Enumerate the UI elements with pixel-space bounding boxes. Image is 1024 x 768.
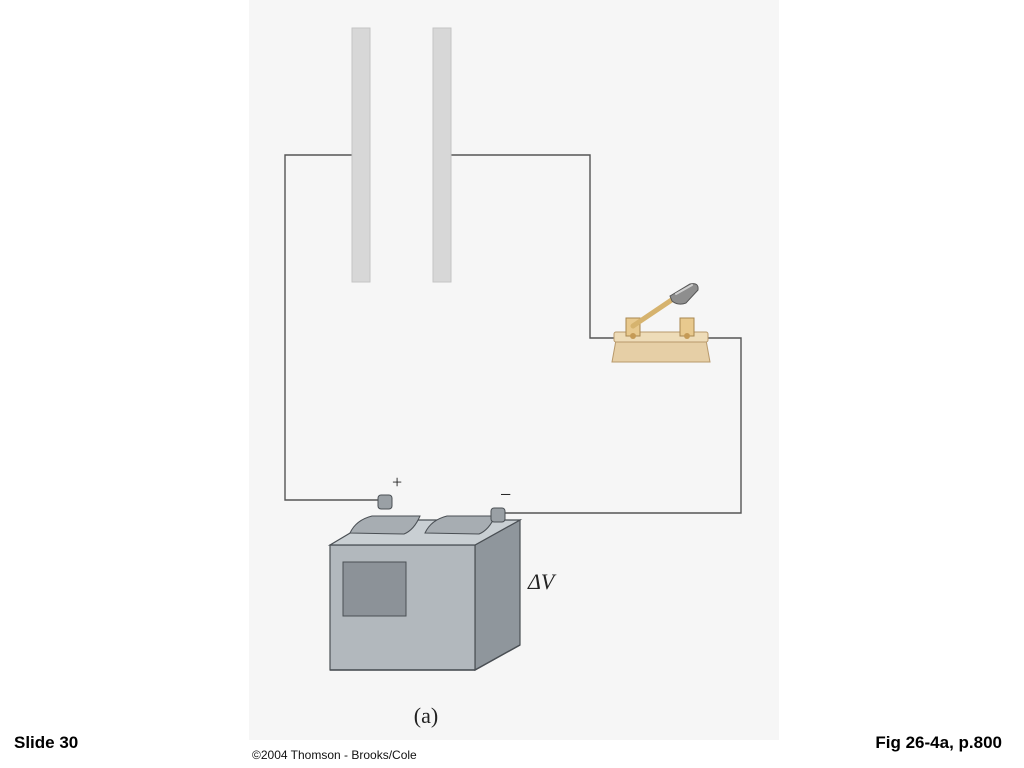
left-wire xyxy=(284,154,385,501)
capacitor-plate-right xyxy=(432,27,452,283)
switch-icon xyxy=(611,283,711,363)
figure-reference: Fig 26-4a, p.800 xyxy=(875,733,1002,752)
voltage-label: ΔV xyxy=(527,569,557,594)
bottom-right-wire xyxy=(500,337,742,514)
capacitor-plate-left xyxy=(351,27,371,283)
positive-terminal-label: + xyxy=(392,472,402,492)
slide-number: Slide 30 xyxy=(14,733,79,752)
figure-caption: (a) xyxy=(413,703,439,728)
top-right-wire xyxy=(451,154,620,339)
battery-icon xyxy=(327,494,523,672)
negative-terminal-label: − xyxy=(500,484,511,506)
circuit-wires xyxy=(284,154,742,514)
copyright-notice: ©2004 Thomson - Brooks/Cole xyxy=(252,748,417,762)
